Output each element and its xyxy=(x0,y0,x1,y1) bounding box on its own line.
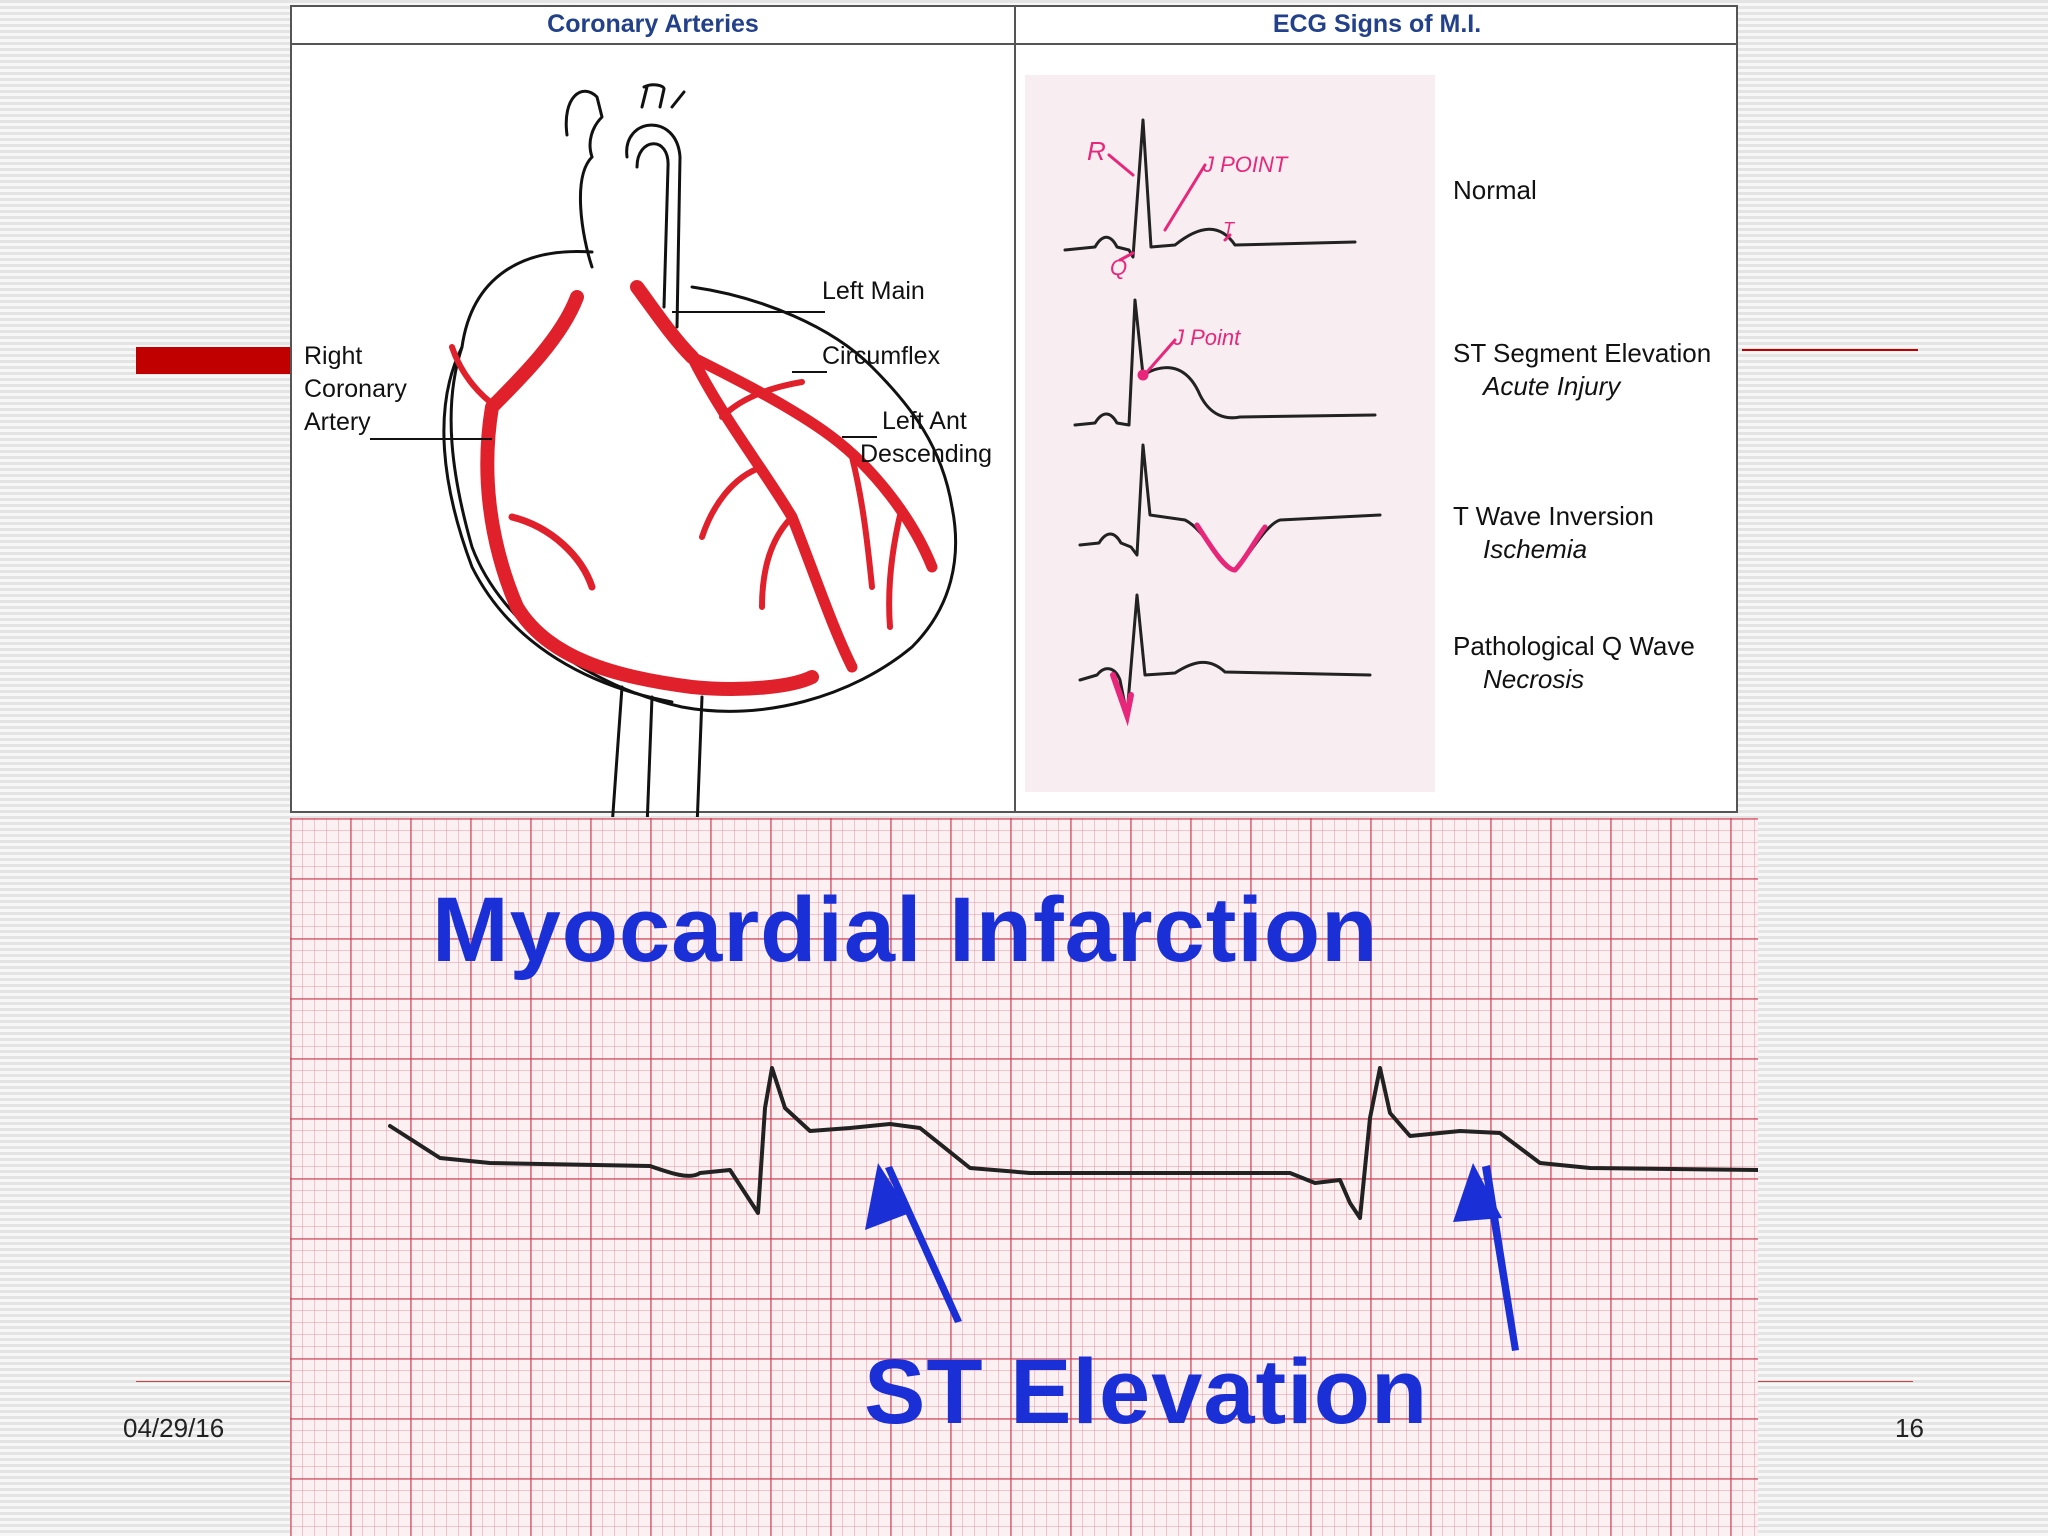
ecg-signs-card: R Q J POINT T J Point xyxy=(1025,75,1435,792)
ecg-row-st-sub: Acute Injury xyxy=(1483,371,1621,401)
ecg-row-t-inversion: T Wave Inversion Ischemia xyxy=(1453,500,1654,566)
ecg-normal-trace xyxy=(1063,118,1357,259)
vessel-top xyxy=(640,83,686,109)
marker-q xyxy=(1118,251,1135,262)
panel-divider xyxy=(1014,7,1016,811)
marker-t xyxy=(1223,233,1232,242)
st-elevation-callout: ST Elevation xyxy=(864,1341,1429,1443)
ecg-q-wave-trace xyxy=(1078,593,1372,717)
marker-j xyxy=(1163,163,1207,232)
cx-branch-1 xyxy=(849,454,875,590)
rca-branch xyxy=(508,513,596,591)
ecg-waveforms: R Q J POINT T J Point xyxy=(1063,118,1382,727)
slide-rule-top-right xyxy=(1742,349,1918,351)
annotation-q: Q xyxy=(1110,255,1127,280)
ecg-row-normal: Normal xyxy=(1453,174,1537,207)
strip-trace xyxy=(388,1066,1758,1220)
arrow-st-left-shaft xyxy=(885,1166,962,1323)
ecg-row-t-sub: Ischemia xyxy=(1483,534,1588,564)
ecg-row-st-label: ST Segment Elevation xyxy=(1453,338,1712,368)
label-rca-line2: Coronary xyxy=(304,375,407,403)
slide-rule-bottom-right xyxy=(1758,1381,1913,1382)
ecg-row-q-sub: Necrosis xyxy=(1483,664,1585,694)
circumflex-artery xyxy=(686,351,938,573)
lad-diag xyxy=(719,379,805,420)
label-circumflex: Circumflex xyxy=(822,342,941,370)
highlight-t-inversion xyxy=(1194,522,1268,573)
marker-j2 xyxy=(1145,338,1177,374)
label-lad-line1: Left Ant xyxy=(882,407,967,435)
rca-branch-2 xyxy=(449,344,500,410)
heart-outline xyxy=(449,249,958,713)
label-left-main: Left Main xyxy=(822,277,925,305)
arrow-st-right-head xyxy=(1453,1163,1502,1222)
ivc-left xyxy=(611,685,624,817)
heart-inner-edge xyxy=(442,345,674,704)
ivc-mid xyxy=(645,695,654,817)
lad-branch-2 xyxy=(759,514,795,610)
cx-branch-2 xyxy=(886,504,905,630)
strip-drawing xyxy=(388,1066,1758,1351)
annotation-r: R xyxy=(1087,136,1106,166)
coronary-panel-title: Coronary Arteries xyxy=(547,10,759,38)
ecg-row-q-label: Pathological Q Wave xyxy=(1453,631,1695,661)
coronary-ecg-figure: Coronary Arteries ECG Signs of M.I. xyxy=(290,5,1738,817)
ecg-row-st-elevation: ST Segment Elevation Acute Injury xyxy=(1453,337,1711,403)
label-rca-line3: Artery xyxy=(304,408,371,436)
label-rca-line1: Right xyxy=(304,342,363,370)
annotation-t: T xyxy=(1223,219,1236,239)
left-main-artery xyxy=(630,280,699,364)
ecg-row-normal-label: Normal xyxy=(1453,175,1537,205)
slide-accent-bar xyxy=(136,347,296,374)
mi-ecg-strip: Myocardial Infarction ST Elevation xyxy=(290,818,1758,1536)
heart-drawing xyxy=(370,83,958,817)
aorta-arch xyxy=(625,123,682,329)
pulmonary-trunk xyxy=(579,155,594,269)
ecg-t-inversion-trace xyxy=(1078,443,1382,572)
ecg-row-q-wave: Pathological Q Wave Necrosis xyxy=(1453,630,1695,696)
slide-date: 04/29/16 xyxy=(123,1413,225,1443)
annotation-j-point: J POINT xyxy=(1202,152,1289,177)
aorta-outline xyxy=(564,89,604,159)
strip-title: Myocardial Infarction xyxy=(432,879,1379,981)
ecg-panel-title: ECG Signs of M.I. xyxy=(1272,10,1482,38)
label-lad-line2: Descending xyxy=(860,440,993,468)
lad-branch-1 xyxy=(699,464,765,540)
right-coronary-artery xyxy=(480,290,819,696)
ecg-row-t-label: T Wave Inversion xyxy=(1453,501,1654,531)
label-left-ant-descending: Left Ant Descending xyxy=(860,405,992,471)
marker-r xyxy=(1107,153,1135,177)
slide-page-number: 16 xyxy=(1895,1413,1924,1443)
highlight-q-wave xyxy=(1110,672,1134,727)
ecg-st-elevation-trace xyxy=(1073,298,1377,427)
aorta-inner xyxy=(635,142,670,309)
label-right-coronary: Right Coronary Artery xyxy=(304,340,407,439)
slide-rule-bottom-left xyxy=(136,1381,296,1382)
j-point-dot xyxy=(1137,369,1149,381)
ivc-right xyxy=(695,695,704,817)
arrow-st-left-head xyxy=(865,1163,910,1230)
annotation-j-point-2: J Point xyxy=(1172,325,1241,350)
